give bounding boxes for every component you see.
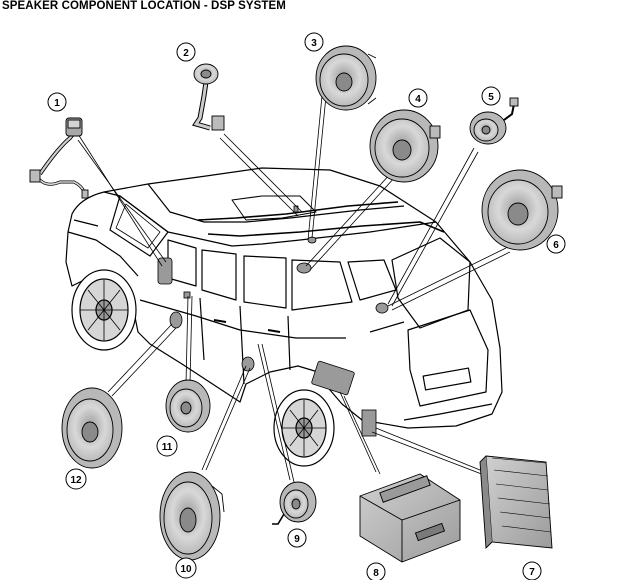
- component-8-dsp-module: [359, 473, 461, 563]
- callout-1: 1: [47, 92, 67, 112]
- component-12-speaker: [61, 387, 123, 469]
- front-wheel: [71, 269, 137, 351]
- svg-text:2: 2: [183, 48, 189, 59]
- component-2-tweeter-bracket: [192, 63, 225, 131]
- callout-9: 9: [287, 528, 307, 548]
- callout-7: 7: [522, 561, 542, 580]
- component-5-tweeter: [469, 97, 519, 145]
- callout-8: 8: [366, 562, 386, 580]
- callout-12: 12: [65, 468, 87, 490]
- svg-text:3: 3: [311, 38, 317, 49]
- callout-3: 3: [304, 32, 324, 52]
- leader-lines: [77, 95, 511, 483]
- component-11-speaker: [165, 379, 211, 433]
- rear-wheel: [273, 389, 335, 467]
- component-4-speaker: [369, 109, 441, 183]
- svg-text:11: 11: [162, 442, 173, 453]
- component-10-speaker: [159, 471, 225, 561]
- component-3-speaker: [315, 45, 377, 111]
- callout-10: 10: [175, 557, 197, 579]
- vehicle-outline: [65, 167, 503, 429]
- svg-text:7: 7: [529, 567, 535, 578]
- svg-text:9: 9: [294, 534, 300, 545]
- component-9-speaker: [272, 481, 317, 525]
- svg-text:5: 5: [488, 92, 494, 103]
- component-1-tweeter-harness: [29, 117, 89, 199]
- callout-11: 11: [156, 435, 178, 457]
- svg-text:6: 6: [553, 240, 559, 251]
- svg-text:8: 8: [373, 568, 379, 579]
- svg-text:4: 4: [415, 94, 421, 105]
- callout-5: 5: [481, 86, 501, 106]
- svg-text:12: 12: [70, 475, 82, 486]
- diagram-title: SPEAKER COMPONENT LOCATION - DSP SYSTEM: [2, 0, 286, 12]
- callout-6: 6: [546, 234, 566, 254]
- svg-text:10: 10: [180, 564, 192, 575]
- component-7-amplifier: [479, 455, 553, 550]
- in-vehicle-speakers: [157, 205, 389, 437]
- svg-text:1: 1: [54, 98, 60, 109]
- callout-2: 2: [176, 42, 196, 62]
- component-6-speaker: [481, 169, 563, 251]
- callout-4: 4: [408, 88, 428, 108]
